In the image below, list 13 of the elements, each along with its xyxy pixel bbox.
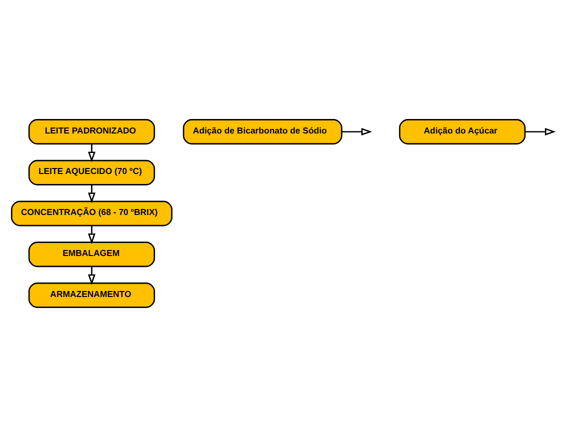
arrow <box>342 128 372 136</box>
node-box: LEITE PADRONIZADO <box>28 119 156 144</box>
node-box: Adição do Açúcar <box>398 119 526 144</box>
arrow <box>88 266 96 286</box>
arrow <box>88 144 96 162</box>
node-box: LEITE AQUECIDO (70 ºC) <box>28 160 156 186</box>
arrow <box>88 226 96 244</box>
node-box: Adição de Bicarbonato de Sódio <box>182 119 342 144</box>
node-box: CONCENTRAÇÃO (68 - 70 ºBRIX) <box>10 200 172 226</box>
arrow <box>88 184 96 204</box>
arrow <box>525 128 556 136</box>
node-box: ARMAZENAMENTO <box>28 282 156 308</box>
node-box: EMBALAGEM <box>28 242 156 268</box>
